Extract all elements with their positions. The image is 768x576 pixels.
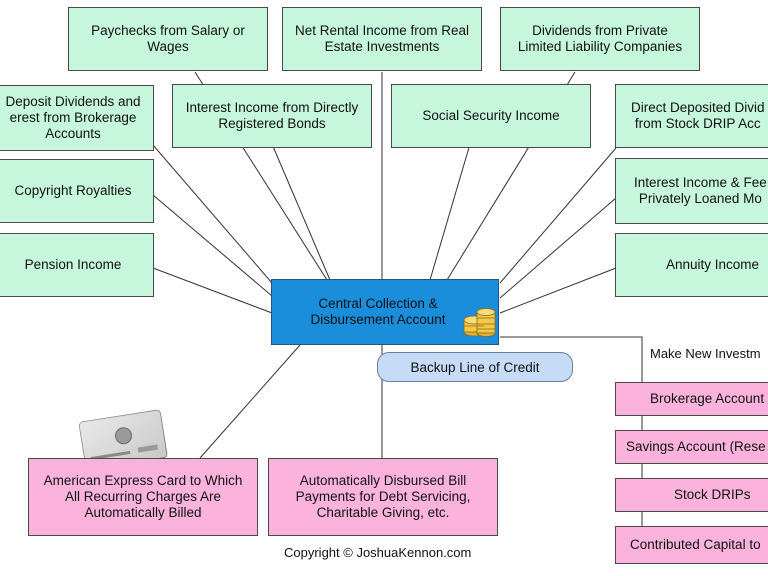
- income-box-private-loan-interest: Interest Income & Fee Privately Loaned M…: [615, 158, 768, 224]
- investment-contributed-capital: Contributed Capital to: [615, 526, 768, 564]
- copyright-text: Copyright © JoshuaKennon.com: [284, 545, 472, 560]
- auto-bill-payments-box: Automatically Disbursed Bill Payments fo…: [268, 458, 498, 536]
- backup-line-of-credit: Backup Line of Credit: [377, 352, 573, 382]
- income-box-copyright-royalties: Copyright Royalties: [0, 159, 154, 223]
- income-box-bond-interest: Interest Income from Directly Registered…: [172, 84, 372, 148]
- investment-brokerage-account: Brokerage Account: [615, 382, 768, 416]
- central-account-box: Central Collection & Disbursement Accoun…: [271, 279, 499, 345]
- amex-card-box: American Express Card to Which All Recur…: [28, 458, 258, 536]
- income-box-paychecks: Paychecks from Salary or Wages: [68, 7, 268, 71]
- coins-icon: [463, 308, 496, 337]
- investment-stock-drips: Stock DRIPs: [615, 478, 768, 512]
- central-account-label: Central Collection & Disbursement Accoun…: [310, 296, 446, 327]
- amex-card-icon: [78, 410, 168, 468]
- investment-savings-account: Savings Account (Rese: [615, 430, 768, 464]
- income-box-drip-dividends: Direct Deposited Divid from Stock DRIP A…: [615, 84, 768, 148]
- income-box-annuity: Annuity Income: [615, 233, 768, 297]
- income-box-social-security: Social Security Income: [391, 84, 591, 148]
- new-investments-label: Make New Investm: [650, 346, 761, 361]
- income-box-rental: Net Rental Income from Real Estate Inves…: [282, 7, 482, 71]
- income-box-pension: Pension Income: [0, 233, 154, 297]
- income-box-brokerage-dividends: Deposit Dividends and erest from Brokera…: [0, 85, 154, 151]
- income-box-private-llc-dividends: Dividends from Private Limited Liability…: [500, 7, 700, 71]
